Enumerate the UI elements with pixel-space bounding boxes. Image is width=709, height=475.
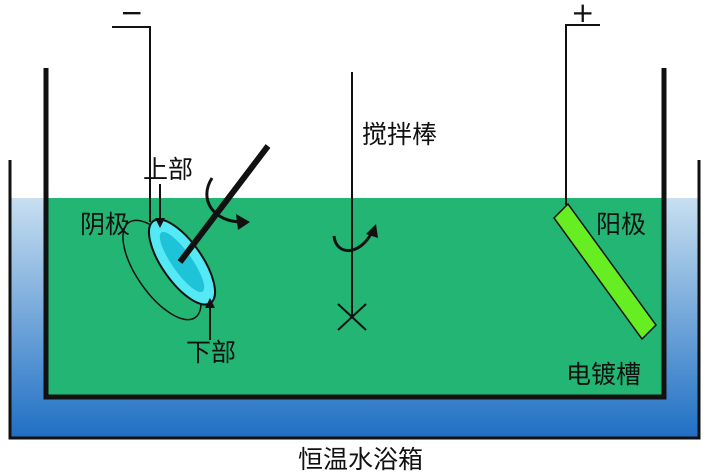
- cathode-rotation-arrow: [205, 177, 243, 224]
- cathode-rotation-arrowhead: [236, 214, 250, 230]
- water-bath-label: 恒温水浴箱: [298, 445, 423, 474]
- cathode-lead-wire: [112, 26, 151, 222]
- stirrer-rotation-arrow: [332, 231, 374, 252]
- water-bath-walls: [8, 160, 701, 440]
- plating-tank-walls: [43, 68, 667, 400]
- stirrer-rotation-arrowhead: [366, 224, 378, 238]
- lower-part-pointer-head: [205, 298, 215, 308]
- lower-part-label: 下部: [186, 338, 236, 367]
- plating-tank-label: 电镀槽: [566, 360, 641, 389]
- stirrer-blade-2: [337, 303, 367, 331]
- stirrer-label: 搅拌棒: [362, 120, 437, 149]
- upper-part-label: 上部: [143, 155, 193, 184]
- anode-lead-wire: [565, 24, 600, 205]
- positive-terminal-sign: +: [571, 0, 594, 29]
- anode-plate: [553, 202, 657, 341]
- negative-terminal-sign: −: [120, 0, 143, 29]
- cathode-rotating-shaft: [177, 144, 271, 264]
- upper-part-pointer-head: [155, 218, 165, 228]
- anode-label: 阳极: [596, 210, 646, 239]
- cathode-label: 阴极: [80, 210, 130, 239]
